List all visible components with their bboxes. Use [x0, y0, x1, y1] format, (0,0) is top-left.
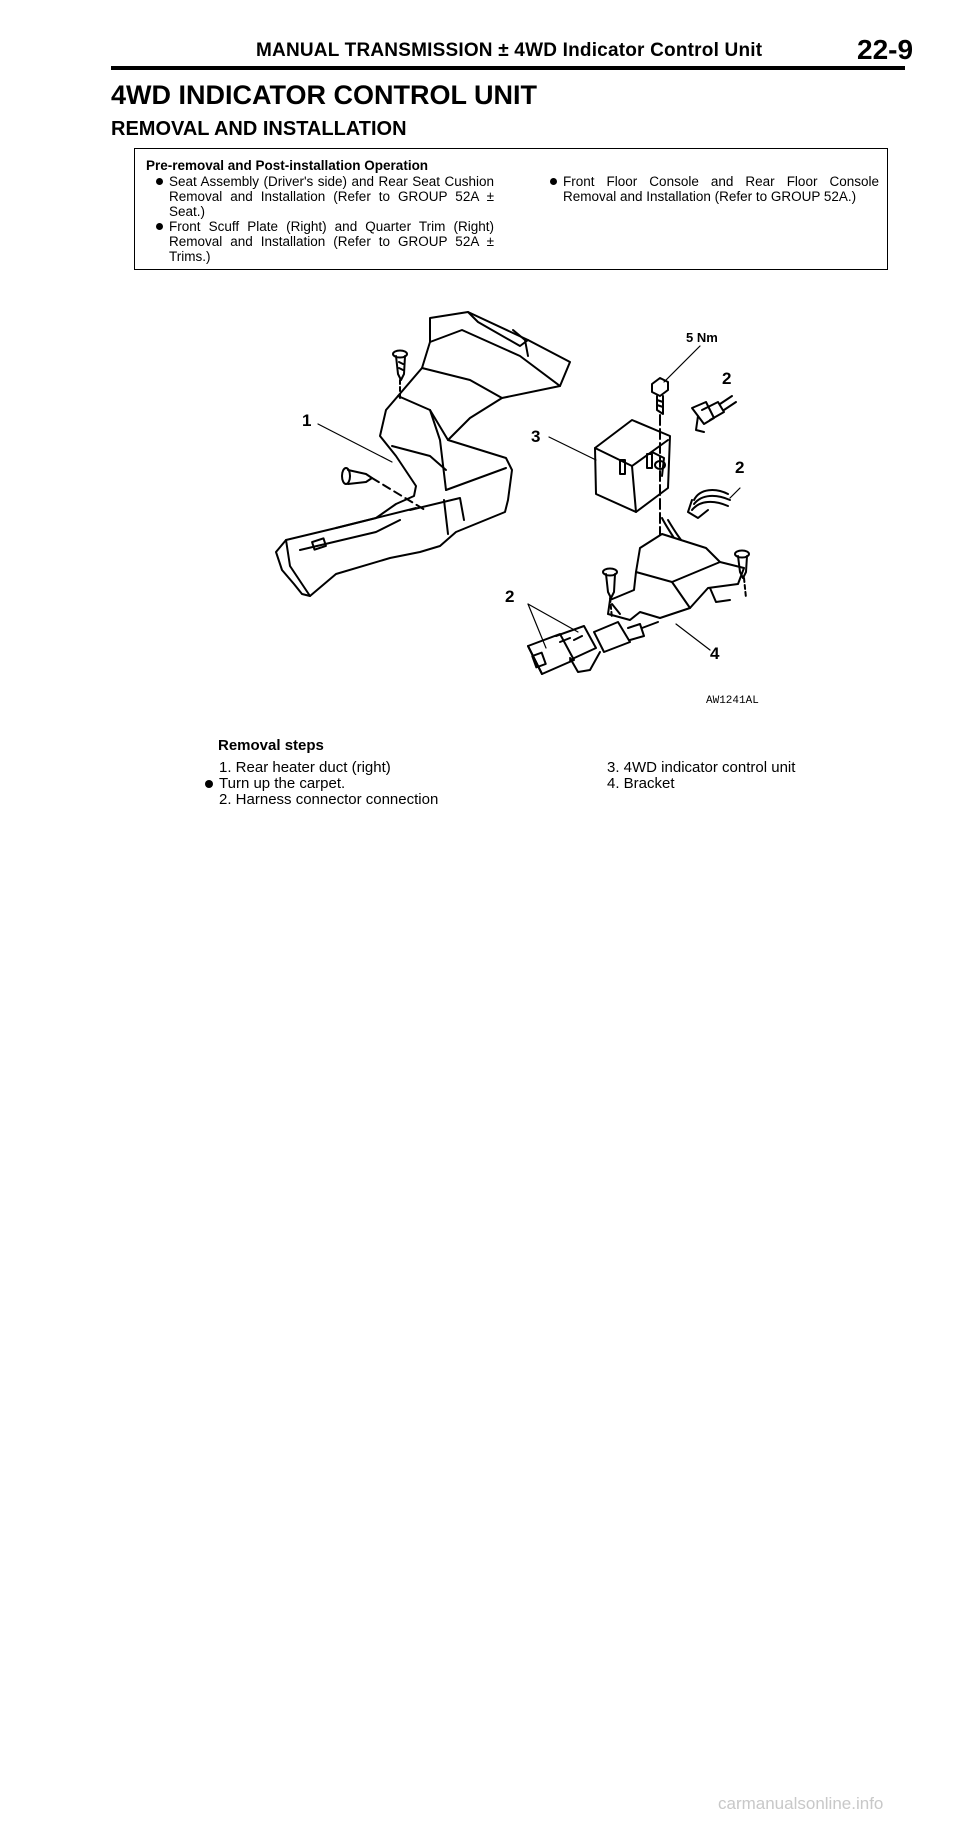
connector-drawing — [691, 395, 737, 433]
screw-drawing — [392, 349, 408, 399]
screw-drawing — [734, 549, 750, 599]
page-number: 22-9 — [857, 34, 914, 65]
callout-label: 2 — [735, 458, 744, 477]
watermark: carmanualsonline.info — [718, 1794, 884, 1813]
screw-drawing — [602, 567, 618, 619]
callout-label: 2 — [505, 587, 514, 606]
screw-drawing — [341, 467, 426, 511]
section-subheading: REMOVAL AND INSTALLATION — [111, 118, 407, 140]
removal-step: 4. Bracket — [607, 775, 675, 792]
bracket-drawing — [607, 533, 745, 621]
removal-step: 1. Rear heater duct (right) — [219, 759, 391, 776]
section-heading: 4WD INDICATOR CONTROL UNIT — [111, 80, 537, 110]
leader-lines — [317, 345, 741, 651]
bullet-icon — [156, 223, 163, 230]
bullet-icon — [205, 780, 213, 788]
pre-removal-item: Front Scuff Plate (Right) and Quarter Tr… — [156, 219, 494, 264]
removal-steps-title: Removal steps — [218, 737, 324, 754]
pre-removal-item: Seat Assembly (Driver's side) and Rear S… — [156, 174, 494, 219]
callout-label: 1 — [302, 411, 311, 430]
heater-duct-drawing — [275, 311, 571, 597]
pre-removal-item: Front Floor Console and Rear Floor Conso… — [550, 174, 879, 204]
callout-label: 4 — [710, 644, 720, 663]
pre-removal-title: Pre-removal and Post-installation Operat… — [146, 158, 429, 173]
torque-label: 5 Nm — [686, 330, 718, 345]
connector-drawing — [527, 621, 659, 675]
bullet-icon — [156, 178, 163, 185]
bullet-icon — [550, 178, 557, 185]
figure-code: AW1241AL — [706, 695, 759, 707]
control-unit-drawing — [594, 419, 671, 513]
header-rule — [111, 66, 905, 70]
pre-removal-box: Pre-removal and Post-installation Operat… — [134, 148, 888, 270]
removal-step: 3. 4WD indicator control unit — [607, 759, 796, 776]
header-title: MANUAL TRANSMISSION ± 4WD Indicator Cont… — [256, 40, 763, 61]
removal-step: 2. Harness connector connection — [219, 791, 439, 808]
exploded-view-figure: 1 2 2 2 3 4 5 Nm AW1241AL — [275, 311, 759, 707]
callout-label: 2 — [722, 369, 731, 388]
callout-label: 3 — [531, 427, 540, 446]
removal-step: Turn up the carpet. — [205, 776, 345, 792]
